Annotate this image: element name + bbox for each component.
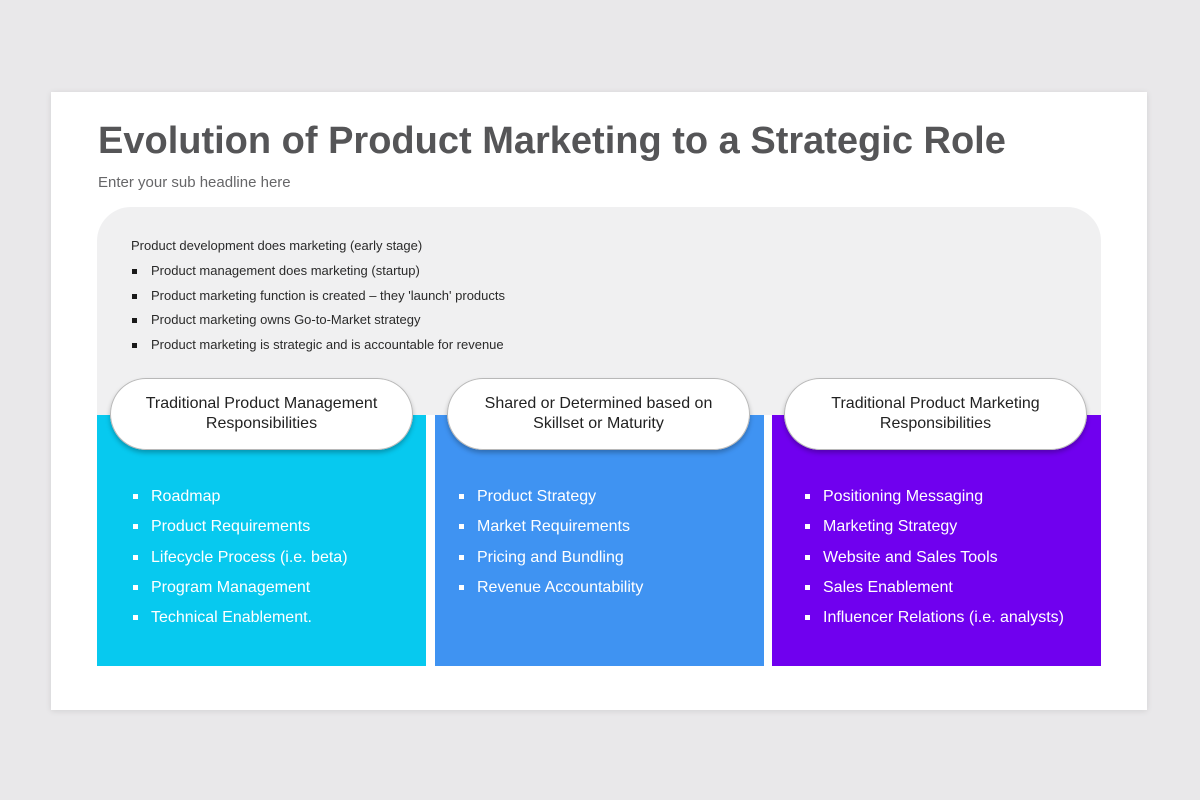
overview-list: Product management does marketing (start… <box>131 263 505 362</box>
product-marketing-heading: Traditional Product Marketing Responsibi… <box>784 378 1087 450</box>
product-management-column <box>97 415 426 666</box>
list-item: Technical Enablement. <box>131 608 348 638</box>
shared-column <box>435 415 764 666</box>
list-item: Lifecycle Process (i.e. beta) <box>131 548 348 578</box>
list-item: Influencer Relations (i.e. analysts) <box>803 608 1064 638</box>
product-management-list: Roadmap Product Requirements Lifecycle P… <box>131 487 348 638</box>
shared-list: Product Strategy Market Requirements Pri… <box>457 487 643 608</box>
list-item: Program Management <box>131 578 348 608</box>
list-item: Sales Enablement <box>803 578 1064 608</box>
overview-intro: Product development does marketing (earl… <box>131 238 423 253</box>
product-marketing-column <box>772 415 1101 666</box>
list-item: Market Requirements <box>457 517 643 547</box>
overview-item: Product marketing is strategic and is ac… <box>131 337 505 362</box>
shared-heading: Shared or Determined based on Skillset o… <box>447 378 750 450</box>
list-item: Product Requirements <box>131 517 348 547</box>
list-item: Product Strategy <box>457 487 643 517</box>
slide: Evolution of Product Marketing to a Stra… <box>51 92 1147 710</box>
product-marketing-list: Positioning Messaging Marketing Strategy… <box>803 487 1064 638</box>
list-item: Website and Sales Tools <box>803 548 1064 578</box>
sub-headline: Enter your sub headline here <box>98 174 291 191</box>
product-management-heading: Traditional Product Management Responsib… <box>110 378 413 450</box>
list-item: Marketing Strategy <box>803 517 1064 547</box>
page-title: Evolution of Product Marketing to a Stra… <box>98 120 1006 162</box>
list-item: Revenue Accountability <box>457 578 643 608</box>
overview-item: Product management does marketing (start… <box>131 263 505 288</box>
list-item: Pricing and Bundling <box>457 548 643 578</box>
list-item: Roadmap <box>131 487 348 517</box>
overview-item: Product marketing function is created – … <box>131 288 505 313</box>
list-item: Positioning Messaging <box>803 487 1064 517</box>
overview-item: Product marketing owns Go-to-Market stra… <box>131 312 505 337</box>
